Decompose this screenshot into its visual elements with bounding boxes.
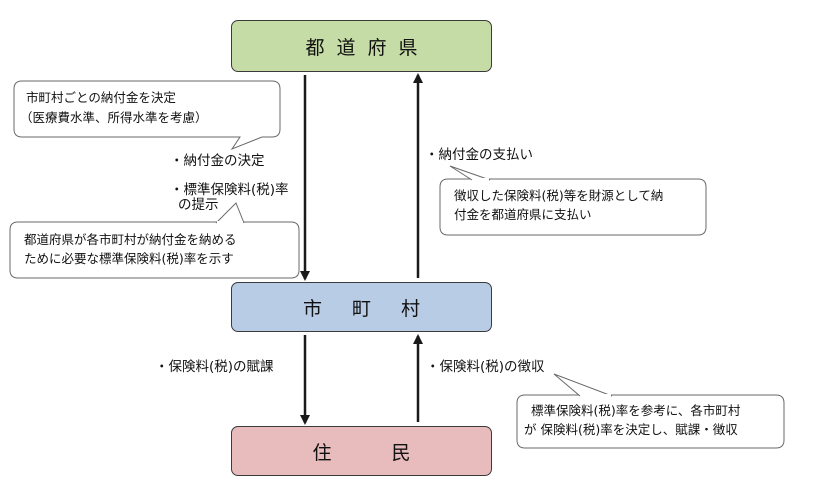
callout-payment-bubble bbox=[439, 178, 707, 236]
callout-municipal-rate-line1: 標準保険料(税)率を参考に、各市町村 bbox=[531, 403, 741, 418]
callout-per-municipality-line1: 市町村ごとの納付金を決定 bbox=[26, 90, 176, 105]
node-municipality: 市町村 bbox=[231, 282, 492, 332]
label-present-rate-line2: の提示 bbox=[178, 197, 219, 213]
label-present-rate-line1: ・標準保険料(税)率 bbox=[170, 182, 289, 198]
callout-payment-tail bbox=[449, 165, 491, 181]
callout-per-municipality-line2: （医療費水準、所得水準を考慮） bbox=[20, 110, 208, 125]
node-residents: 住民 bbox=[231, 426, 492, 476]
label-pay-payment: ・納付金の支払い bbox=[425, 147, 533, 163]
callout-municipal-rate-tail bbox=[553, 373, 613, 397]
callout-municipal-rate-line2: が 保険料(税)率を決定し、賦課・徴収 bbox=[524, 422, 738, 437]
callout-municipal-rate-bubble bbox=[516, 394, 785, 449]
node-prefecture: 都道府県 bbox=[231, 20, 492, 72]
callout-standard-rate-line1: 都道府県が各市町村が納付金を納める bbox=[24, 232, 237, 247]
label-levy: ・保険料(税)の賦課 bbox=[155, 359, 274, 375]
callout-standard-rate-line2: ために必要な標準保険料(税)率を示す bbox=[24, 251, 234, 266]
callout-standard-rate-tail bbox=[215, 202, 245, 224]
callout-payment-line2: 付金を都道府県に支払い bbox=[454, 207, 592, 222]
callout-per-municipality-bubble bbox=[13, 80, 281, 151]
label-decide-payment: ・納付金の決定 bbox=[170, 153, 265, 169]
callout-standard-rate-bubble bbox=[9, 221, 300, 279]
label-collect: ・保険料(税)の徴収 bbox=[426, 359, 545, 375]
callout-payment-line1: 徴収した保険料(税)等を財源として納 bbox=[454, 188, 664, 203]
